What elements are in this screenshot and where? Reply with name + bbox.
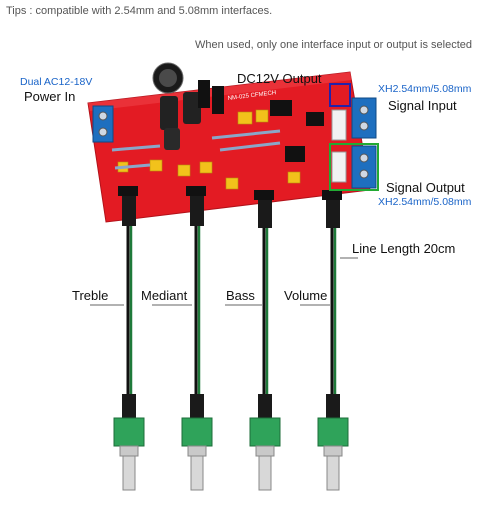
pcb-board: NM-025 CFMECH bbox=[87, 62, 371, 223]
pin-headers bbox=[118, 186, 342, 200]
wire-volume bbox=[330, 225, 337, 395]
signal-input-spec: XH2.54mm/5.08mm bbox=[378, 83, 472, 95]
tips-line-2: When used, only one interface input or o… bbox=[195, 39, 473, 51]
dc-output-label: DC12V Output bbox=[237, 71, 322, 86]
white-xh-connectors bbox=[331, 109, 347, 183]
tips-line-1: Tips : compatible with 2.54mm and 5.08mm… bbox=[6, 5, 273, 17]
potentiometer-volume bbox=[317, 394, 349, 491]
potentiometer-mediant bbox=[181, 394, 213, 491]
resistor-rows bbox=[111, 129, 281, 170]
dc-output-highlight bbox=[329, 83, 351, 107]
board-marking: NM-025 CFMECH bbox=[228, 90, 277, 102]
signal-output-spec: XH2.54mm/5.08mm bbox=[378, 196, 472, 208]
wire-harness bbox=[126, 225, 337, 395]
potentiometer-treble bbox=[113, 394, 145, 491]
knob-label-treble: Treble bbox=[72, 288, 109, 303]
power-terminal bbox=[92, 105, 114, 143]
signal-input-label: Signal Input bbox=[388, 98, 457, 113]
signal-output-label: Signal Output bbox=[386, 180, 465, 195]
wire-mediant bbox=[194, 225, 201, 395]
signal-output-terminal bbox=[351, 145, 377, 189]
line-length-label: Line Length 20cm bbox=[352, 241, 456, 256]
cable-plugs bbox=[122, 196, 340, 228]
knob-label-volume: Volume bbox=[284, 288, 328, 303]
potentiometer-bass bbox=[249, 394, 281, 491]
knob-label-mediant: Mediant bbox=[141, 288, 188, 303]
wire-treble bbox=[126, 225, 133, 395]
power-in-label: Power In bbox=[24, 89, 76, 104]
signal-output-highlight bbox=[329, 143, 379, 191]
knob-label-bass: Bass bbox=[226, 288, 255, 303]
signal-input-terminal bbox=[351, 97, 377, 139]
op-amp-chips bbox=[270, 100, 324, 162]
power-voltage-label: Dual AC12-18V bbox=[20, 76, 93, 88]
voltage-regulators bbox=[198, 80, 224, 114]
wire-bass bbox=[262, 225, 269, 395]
electrolytic-capacitors bbox=[152, 62, 201, 150]
